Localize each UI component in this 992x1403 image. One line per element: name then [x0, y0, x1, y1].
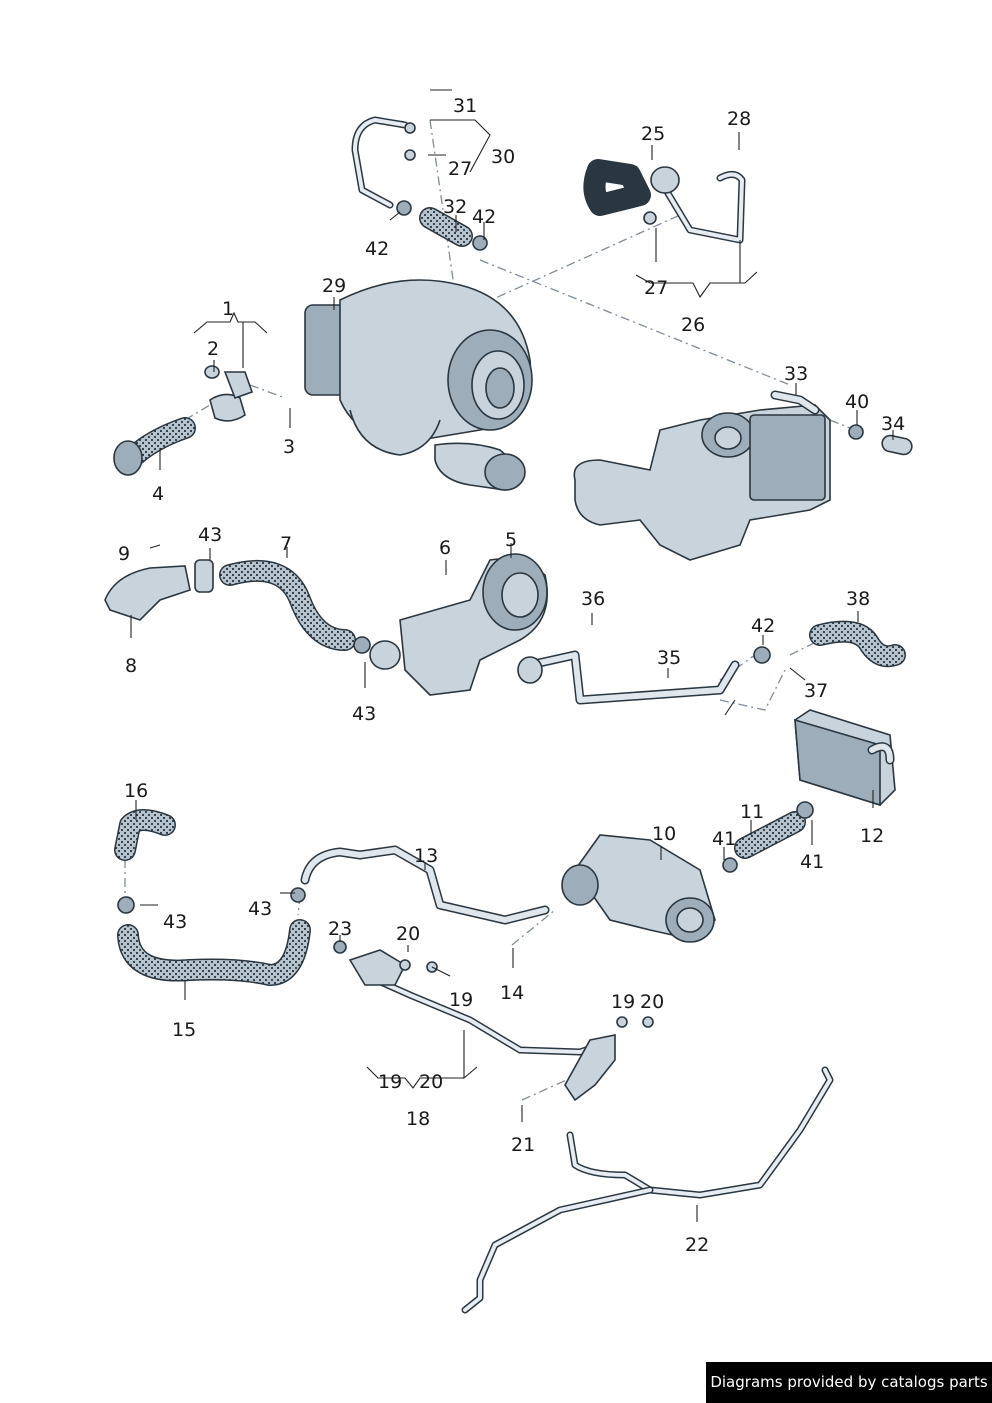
callout-labels: 31 30 27 32 42 42 25 28 27 26 29 1 2 3 4… [118, 95, 905, 1256]
callout-37: 37 [804, 680, 828, 702]
callout-13: 13 [414, 845, 438, 867]
callout-25: 25 [641, 123, 665, 145]
callout-43-a: 43 [198, 524, 222, 546]
egr-cooler-drawing [573, 390, 831, 561]
callout-23: 23 [328, 918, 352, 940]
turbocharger-drawing [304, 279, 533, 491]
callout-31: 31 [453, 95, 477, 117]
credit-banner: Diagrams provided by catalogs parts [706, 1362, 992, 1403]
callout-26: 26 [681, 314, 705, 336]
callout-38: 38 [846, 588, 870, 610]
callout-21: 21 [511, 1134, 535, 1156]
callout-34: 34 [881, 413, 905, 435]
callout-27-right: 27 [644, 277, 668, 299]
callout-41-b: 41 [800, 851, 824, 873]
callout-40: 40 [845, 391, 869, 413]
callout-9: 9 [118, 543, 130, 565]
callout-7: 7 [280, 533, 292, 555]
callout-36: 36 [581, 588, 605, 610]
callout-5: 5 [505, 529, 517, 551]
callout-43-c: 43 [163, 911, 187, 933]
callout-42-top-left: 42 [365, 238, 389, 260]
callout-29: 29 [322, 275, 346, 297]
callout-11: 11 [740, 801, 764, 823]
oil-cooler-drawing [794, 709, 896, 807]
callout-22: 22 [685, 1234, 709, 1256]
callout-12: 12 [860, 825, 884, 847]
callout-42-top-right: 42 [472, 206, 496, 228]
callout-20-b: 20 [640, 991, 664, 1013]
callout-32: 32 [443, 196, 467, 218]
callout-41-a: 41 [712, 828, 736, 850]
callout-18: 18 [406, 1108, 430, 1130]
callout-43-b: 43 [352, 703, 376, 725]
callout-8: 8 [125, 655, 137, 677]
part-drawings [104, 116, 913, 1314]
callout-6: 6 [439, 537, 451, 559]
callout-33: 33 [784, 363, 808, 385]
coolant-housing-drawing [561, 834, 716, 943]
callout-14: 14 [500, 982, 524, 1004]
callout-28: 28 [727, 108, 751, 130]
callout-4: 4 [152, 483, 164, 505]
callout-3: 3 [283, 436, 295, 458]
callout-15: 15 [172, 1019, 196, 1041]
callout-19-a: 19 [449, 989, 473, 1011]
callout-30: 30 [491, 146, 515, 168]
throttle-valve-drawing [369, 553, 549, 696]
callout-19-b: 19 [611, 991, 635, 1013]
callout-35: 35 [657, 647, 681, 669]
callout-10: 10 [652, 823, 676, 845]
callout-27-top: 27 [448, 158, 472, 180]
callout-20-a: 20 [396, 923, 420, 945]
callout-1: 1 [222, 298, 234, 320]
callout-19-c: 19 [378, 1071, 402, 1093]
callout-16: 16 [124, 780, 148, 802]
leader-lines [130, 89, 894, 1222]
callout-43-d: 43 [248, 898, 272, 920]
callout-2: 2 [207, 338, 219, 360]
callout-20-c: 20 [419, 1071, 443, 1093]
callout-42-mid: 42 [751, 615, 775, 637]
